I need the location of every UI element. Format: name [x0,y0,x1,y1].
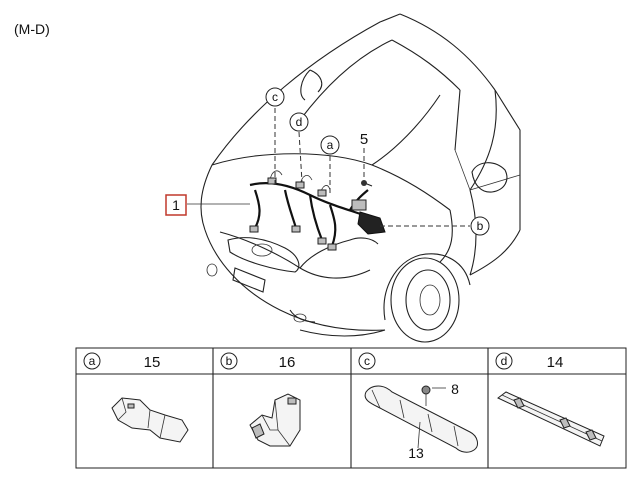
callout-5: 5 [360,131,368,148]
svg-text:1: 1 [172,197,180,213]
part-number-13: 13 [408,445,424,461]
car-body-illustration [200,13,521,343]
callout-c: c [265,87,285,107]
part-number-8: 8 [451,381,459,397]
svg-text:d: d [296,115,303,129]
svg-text:b: b [477,219,484,233]
part-c-rail: 8 13 [364,381,478,461]
callout-b: b [470,216,490,236]
part-number-15: 15 [144,354,161,371]
table-header-a: a 15 [83,352,161,371]
table-header-d: d 14 [495,352,564,371]
svg-text:c: c [364,354,370,368]
parts-table: a 15 b 16 c d 14 [75,347,627,469]
svg-text:a: a [89,354,96,368]
variant-label: (M-D) [14,21,50,37]
callout-1-box: 1 [165,194,187,216]
part-14-strip [497,391,605,447]
part-16-connector [249,393,301,447]
callout-d: d [289,112,309,132]
svg-text:a: a [327,138,334,152]
table-header-c: c [358,352,376,370]
table-header-b: b 16 [220,352,296,371]
part-number-14: 14 [547,354,564,371]
svg-text:d: d [501,354,508,368]
part-15-bracket [111,397,189,443]
leader-lines [187,108,470,227]
part-number-16: 16 [279,354,296,371]
svg-text:c: c [272,90,278,104]
wiring-harness-main [249,170,386,251]
callout-a: a [320,135,340,155]
svg-text:b: b [226,354,233,368]
